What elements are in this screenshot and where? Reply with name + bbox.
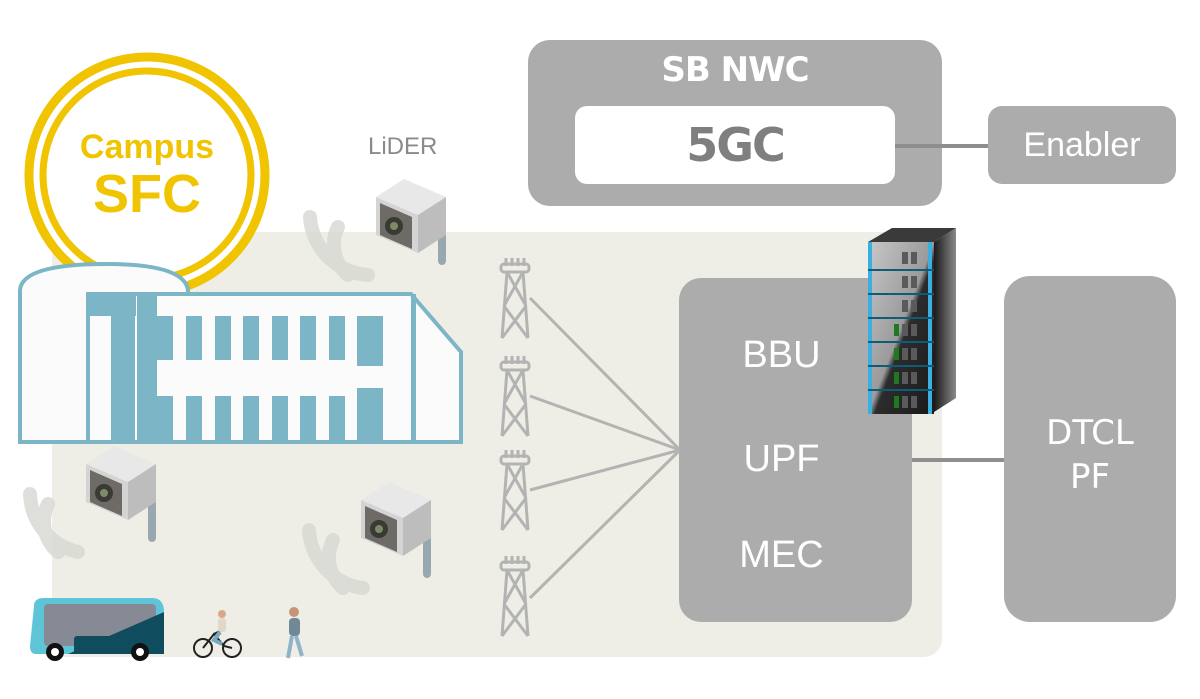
edge-dtcl-link <box>912 458 1006 462</box>
mec-label: MEC <box>739 534 824 576</box>
sb-nwc-box: SB NWC 5GC <box>528 40 942 206</box>
lider-sensor-icon <box>23 446 156 559</box>
cell-tower-icon <box>499 356 531 437</box>
dtcl-pf-box: DTCL PF <box>1004 276 1176 622</box>
bus-icon <box>30 598 164 661</box>
enabler-box: Enabler <box>988 106 1176 184</box>
lider-sensor-icon <box>302 482 431 595</box>
lider-sensor-icon <box>303 179 446 282</box>
sfc-label: SFC <box>93 164 201 224</box>
tower-link-3 <box>529 448 681 492</box>
cell-tower-icon <box>499 556 531 637</box>
pf-label: PF <box>1069 457 1111 497</box>
lider-label: LiDER <box>368 133 438 160</box>
tower-link-2 <box>529 394 681 452</box>
campus-sfc-badge: Campus SFC <box>22 50 272 300</box>
server-rack-icon <box>868 228 956 414</box>
campus-building-icon <box>18 262 463 444</box>
5gc-box: 5GC <box>575 106 895 184</box>
cell-tower-icon <box>499 258 531 339</box>
tower-link-1 <box>528 296 682 452</box>
campus-label: Campus <box>79 128 215 166</box>
upf-label: UPF <box>743 438 820 480</box>
cyclist-icon <box>193 610 242 658</box>
core-enabler-link <box>895 144 989 148</box>
tower-link-4 <box>528 448 682 600</box>
cell-tower-icon <box>499 450 531 531</box>
bbu-label: BBU <box>742 334 821 376</box>
dtcl-label: DTCL <box>1046 413 1134 453</box>
sb-nwc-title: SB NWC <box>661 50 809 90</box>
pedestrian-icon <box>286 607 304 659</box>
